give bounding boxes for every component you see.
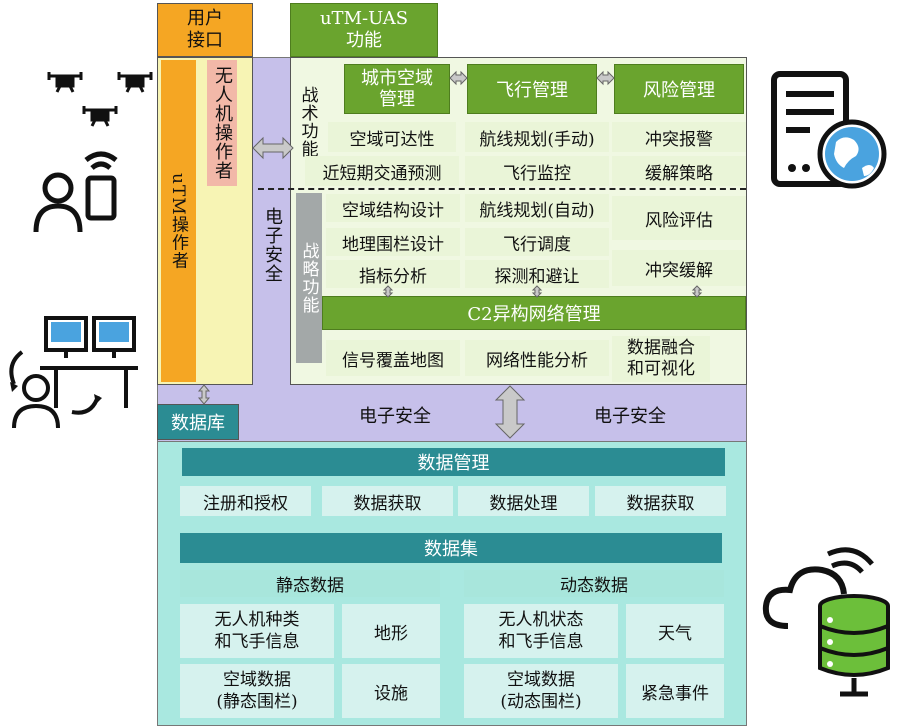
uav-status-pilot-info: 无人机状态 和飞手信息 [464,604,618,658]
server-globe-icon [771,71,887,189]
tactical-function-label: 战术功能 [297,86,318,158]
cloud-database-icon [762,547,890,697]
module-arrow-1 [449,70,468,86]
uav-operator-label: 无人机操作者 [207,60,237,186]
conflict-alert: 冲突报警 [612,122,746,152]
tactical-strategic-divider [258,188,746,190]
data-processing: 数据处理 [458,486,589,516]
risk-management-module: 风险管理 [614,64,744,114]
airspace-accessibility: 空域可达性 [328,122,456,152]
c2-network-management: C2异构网络管理 [322,296,746,330]
data-acquisition-2: 数据获取 [595,486,726,516]
terrain: 地形 [342,604,440,658]
network-performance-analysis: 网络性能分析 [465,340,609,376]
data-acquisition-1: 数据获取 [322,486,453,516]
conflict-mitigation: 冲突缓解 [612,250,746,286]
flight-management-module: 飞行管理 [467,64,597,114]
urban-airspace-module: 城市空域 管理 [344,64,450,114]
operator-workstation-icon [9,316,138,429]
static-data-title: 静态数据 [180,570,440,597]
airspace-structure-design: 空域结构设计 [326,194,460,222]
data-management-title: 数据管理 [182,448,725,476]
module-arrow-2 [596,70,615,86]
user-interface-header: 用户 接口 [157,3,253,57]
remote-pilot-icon [33,151,118,233]
cyber-security-right-label: 电子安全 [594,406,666,427]
emergency-events: 紧急事件 [626,664,724,718]
route-planning-auto: 航线规划(自动) [465,194,609,222]
security-data-arrow [494,385,526,439]
c2-arrow-3 [691,285,703,298]
metric-analysis: 指标分析 [326,260,460,288]
dataset-title: 数据集 [180,533,722,563]
facilities: 设施 [342,664,440,718]
drone-icon [47,72,153,127]
c2-arrow-2 [531,285,543,298]
airspace-static-fence: 空域数据 (静态围栏) [180,664,334,718]
dynamic-data-title: 动态数据 [464,570,724,597]
utm-uas-header: uTM-UAS 功能 [290,3,438,57]
short-term-traffic-prediction: 近短期交通预测 [305,156,459,186]
route-planning-manual: 航线规划(手动) [465,122,609,152]
flight-scheduling: 飞行调度 [465,228,609,256]
ui-database-arrow [197,384,211,405]
detect-and-avoid: 探测和避让 [465,260,609,288]
registration-authorization: 注册和授权 [180,486,311,516]
cyber-security-vertical-label: 电子安全 [262,207,283,283]
data-fusion-visualization: 数据融合 和可视化 [612,336,710,382]
geofence-design: 地理围栏设计 [326,228,460,256]
weather: 天气 [626,604,724,658]
utm-operator-label: uTM操作者 [161,60,196,382]
database-label: 数据库 [157,404,239,440]
signal-coverage-map: 信号覆盖地图 [326,340,460,376]
risk-assessment: 风险评估 [612,196,746,240]
c2-arrow-1 [382,285,394,298]
strategic-function-label: 战略功能 [296,193,322,363]
cyber-security-left-label: 电子安全 [359,406,431,427]
airspace-dynamic-fence: 空域数据 (动态围栏) [464,664,618,718]
flight-monitoring: 飞行监控 [465,156,609,186]
ui-tactical-arrow [252,136,294,160]
uav-type-pilot-info: 无人机种类 和飞手信息 [180,604,334,658]
mitigation-strategy: 缓解策略 [612,156,746,186]
